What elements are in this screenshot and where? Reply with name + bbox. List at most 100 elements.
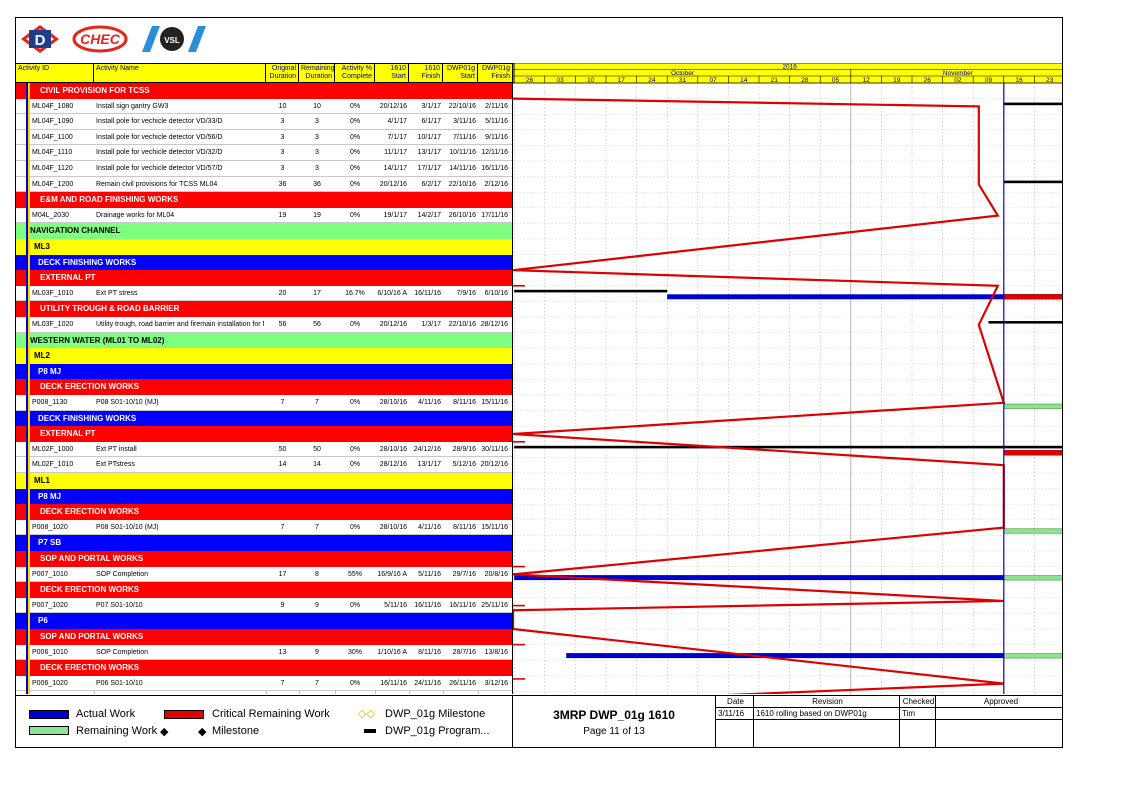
cell-f1610: 16/11/16 bbox=[414, 289, 441, 297]
cell-name: Install pole for vechicle detector VD/56… bbox=[96, 133, 223, 141]
wbs-band[interactable]: CIVIL PROVISION FOR TCSS bbox=[16, 83, 512, 99]
wbs-band[interactable]: E&M AND ROAD FINISHING WORKS bbox=[16, 192, 512, 208]
actual-work-bar[interactable] bbox=[514, 575, 1004, 581]
cell-od: 10 bbox=[278, 102, 287, 110]
wbs-band[interactable]: SOP AND PORTAL WORKS bbox=[16, 629, 512, 645]
cell-pct: 0% bbox=[349, 321, 361, 328]
wbs-band[interactable]: DECK FINISHING WORKS bbox=[16, 410, 512, 427]
cell-id: P007_1010 bbox=[32, 570, 68, 578]
legend-remaining-diamond-icon: ◆ bbox=[160, 726, 169, 738]
critical-remaining-bar[interactable] bbox=[1003, 294, 1063, 300]
cell-sdwp: 5/12/16 bbox=[452, 461, 476, 469]
cell-s1610: 11/1/17 bbox=[384, 149, 407, 157]
remaining-work-bar[interactable] bbox=[1003, 653, 1063, 659]
dwp-program-bar[interactable] bbox=[1003, 102, 1063, 106]
col-activity-id[interactable]: Activity ID bbox=[16, 64, 94, 82]
wbs-band[interactable]: DECK FINISHING WORKS bbox=[16, 254, 512, 271]
wbs-band[interactable]: ML2 bbox=[16, 348, 512, 364]
dwp-program-bar[interactable] bbox=[1003, 180, 1063, 184]
critical-remaining-bar[interactable] bbox=[1003, 450, 1063, 456]
wbs-band[interactable]: DECK ERECTION WORKS bbox=[16, 660, 512, 676]
wbs-band[interactable]: NAVIGATION CHANNEL bbox=[16, 223, 512, 239]
cell-sdwp: 22/10/16 bbox=[448, 102, 476, 110]
wbs-band[interactable]: ML1 bbox=[16, 473, 512, 489]
cell-name: Install sign gantry GW3 bbox=[96, 102, 169, 110]
wbs-band[interactable]: DECK ERECTION WORKS bbox=[16, 504, 512, 520]
cell-od: 50 bbox=[278, 445, 287, 453]
cell-f1610: 13/1/17 bbox=[417, 149, 441, 157]
dwp-program-bar[interactable] bbox=[514, 445, 1063, 449]
rev-description: 1610 rolling based on DWP01g bbox=[754, 708, 900, 720]
wbs-band[interactable]: P7 SB bbox=[16, 535, 512, 551]
wbs-band[interactable]: P8 MJ bbox=[16, 488, 512, 505]
actual-work-bar[interactable] bbox=[566, 653, 1004, 659]
cell-f1610: 17/1/17 bbox=[417, 165, 441, 172]
col-activity-name[interactable]: Activity Name bbox=[94, 64, 266, 82]
cell-rd: 14 bbox=[313, 461, 321, 469]
cell-name: Drainage works for ML04 bbox=[96, 211, 175, 219]
col-activity-complete[interactable]: Activity %Complete bbox=[335, 64, 375, 82]
cell-od: 56 bbox=[278, 321, 287, 328]
week-label: 09 bbox=[985, 77, 993, 84]
dwp-program-bar[interactable] bbox=[514, 289, 668, 293]
cell-fdwp: 17/11/16 bbox=[481, 211, 508, 219]
month-label: October bbox=[671, 70, 695, 77]
cell-id: M04L_2030 bbox=[32, 211, 69, 219]
wbs-band[interactable]: WESTERN WATER (ML01 TO ML02) bbox=[16, 332, 512, 349]
critical-path-line bbox=[513, 97, 1006, 694]
wbs-band[interactable]: DECK ERECTION WORKS bbox=[16, 582, 512, 598]
legend-milestone-label: Milestone bbox=[212, 725, 260, 737]
wbs-band[interactable]: ML3 bbox=[16, 239, 512, 255]
remaining-work-bar[interactable] bbox=[1003, 528, 1063, 534]
wbs-band[interactable]: EXTERNAL PT bbox=[16, 426, 512, 442]
dwp-program-bar[interactable] bbox=[988, 321, 1064, 324]
legend-critical-label: Critical Remaining Work bbox=[212, 708, 330, 720]
cell-sdwp: 26/10/16 bbox=[448, 211, 476, 219]
week-label: 21 bbox=[771, 77, 779, 84]
wbs-band[interactable]: EXTERNAL PT bbox=[16, 270, 512, 286]
cell-f1610: 3/1/17 bbox=[421, 102, 441, 110]
cell-f1610: 6/1/17 bbox=[421, 118, 441, 126]
cell-s1610: 16/9/16 A bbox=[377, 570, 407, 578]
cell-rd: 7 bbox=[315, 399, 319, 406]
cell-od: 9 bbox=[280, 601, 285, 609]
wbs-band[interactable]: P6 bbox=[16, 613, 512, 629]
remaining-work-bar[interactable] bbox=[1003, 575, 1063, 581]
cell-pct: 0% bbox=[349, 461, 361, 469]
wbs-band[interactable]: UTILITY TROUGH & ROAD BARRIER bbox=[16, 301, 512, 317]
cell-s1610: 19/1/17 bbox=[383, 211, 407, 219]
actual-work-bar[interactable] bbox=[667, 294, 1004, 300]
rev-revision-header: Revision bbox=[754, 696, 900, 708]
cell-f1610: 16/11/16 bbox=[414, 601, 441, 609]
wbs-band[interactable]: DECK ERECTION WORKS bbox=[16, 379, 512, 395]
gantt-svg: 20162017OctoberNovemberDecemberJanuary26… bbox=[513, 63, 1064, 694]
wbs-band[interactable]: SOP AND PORTAL WORKS bbox=[16, 551, 512, 567]
wbs-band[interactable]: P8 MJ bbox=[16, 363, 512, 380]
rev-date-header: Date bbox=[716, 696, 754, 708]
legend-dwp-program-swatch bbox=[364, 729, 376, 733]
remaining-work-bar[interactable] bbox=[1003, 403, 1063, 409]
